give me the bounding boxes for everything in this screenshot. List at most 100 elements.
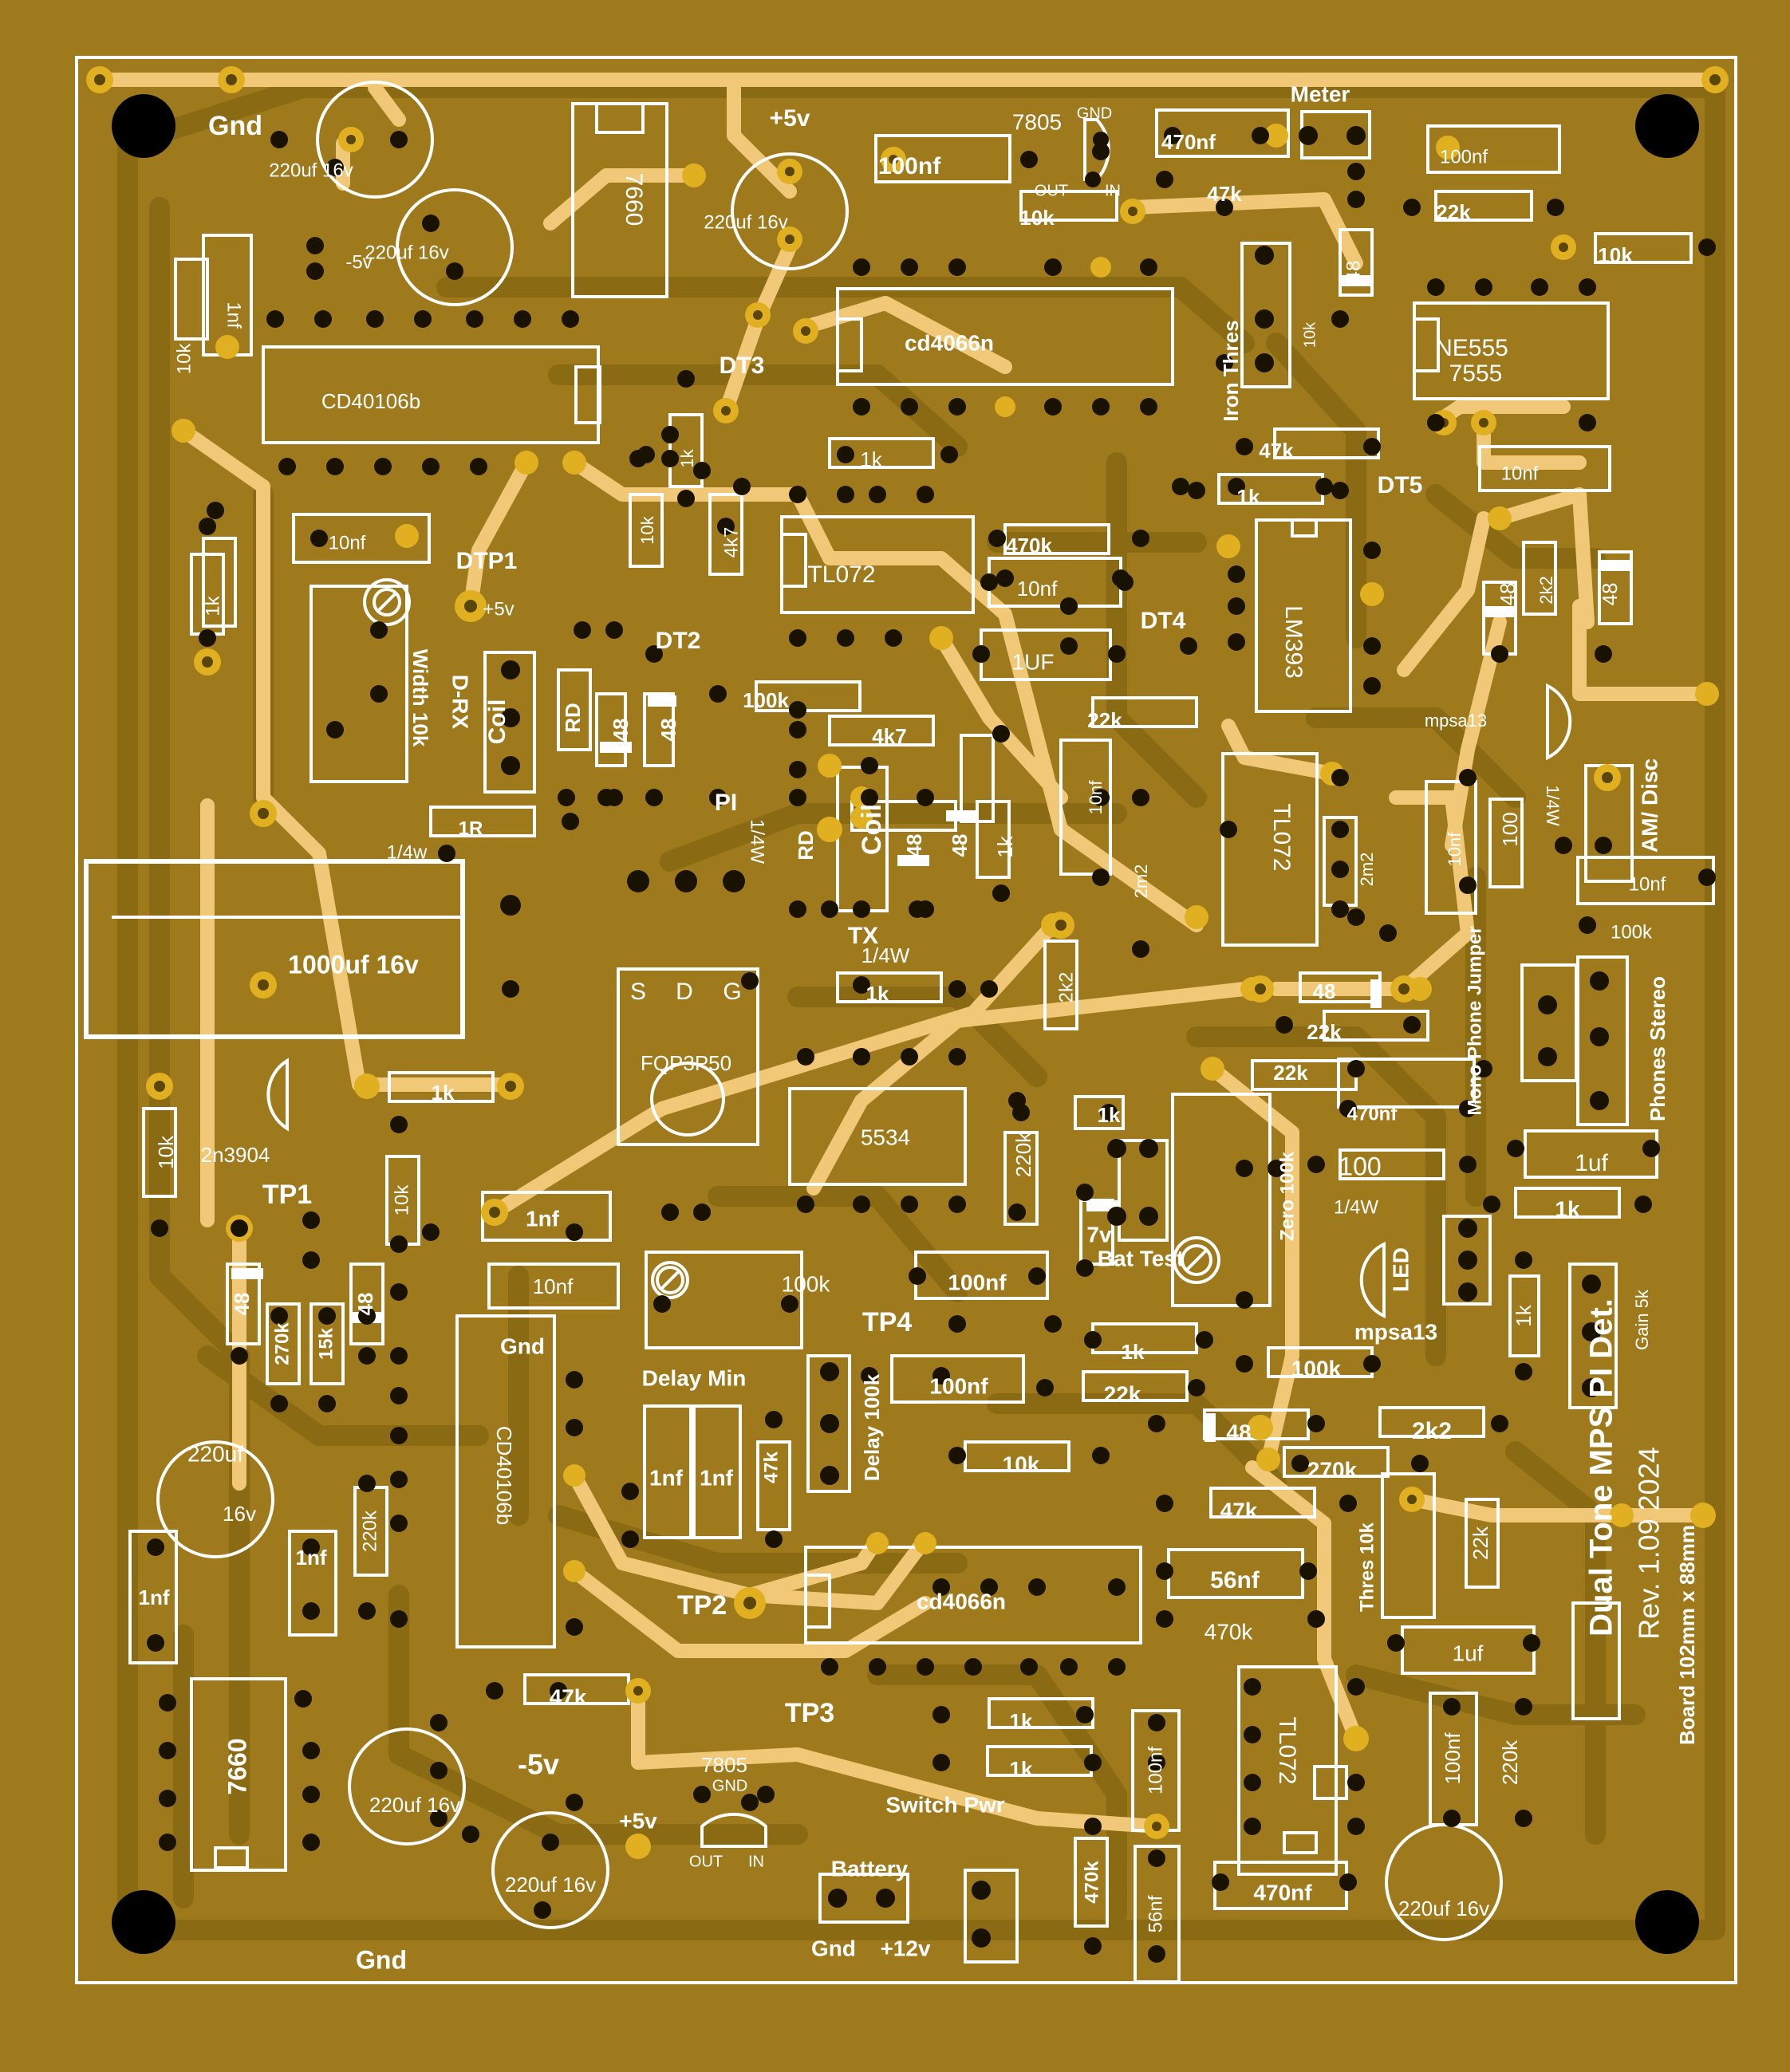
label-r15k-v: 15k [315, 1327, 337, 1360]
label-dtp1: DTP1 [456, 548, 518, 574]
label-fet-s: S [630, 979, 646, 1005]
label-cd4066-bot: cd4066n [917, 1589, 1006, 1613]
label-c100nf-1: 100nf [878, 153, 941, 179]
label-coil-tx: Coil [857, 804, 887, 855]
label-dt2: DT2 [656, 628, 701, 654]
label-reg7805-bot: 7805 [701, 1753, 747, 1777]
label-r22k-m: 22k [1087, 708, 1122, 732]
label-delay100k: Delay 100k [860, 1373, 884, 1481]
label-r220k-v: 220k [1011, 1132, 1035, 1177]
label-r1k-l2: 1k [432, 1081, 455, 1105]
label-in-top: IN [1105, 182, 1121, 199]
label-r1k-l: 1k [202, 595, 223, 616]
label-r47k-2: 47k [1259, 439, 1294, 463]
label-r48-a: 48 [609, 719, 633, 742]
label-ic7660-top: 7660 [621, 173, 647, 227]
label-title: Dual Tone MPS PI Det. [1584, 1298, 1619, 1637]
label-r220k-v2: 220k [1498, 1739, 1522, 1785]
label-c100nf-m2: 100nf [929, 1373, 988, 1398]
label-r270k-v: 270k [271, 1322, 293, 1365]
label-lm393: LM393 [1280, 605, 1307, 679]
label-quarter-w-r: 1/4W [1543, 785, 1563, 826]
label-r10k-h: 10k [1003, 1452, 1040, 1476]
label-n7555: 7555 [1449, 360, 1503, 387]
label-r10k-iron: 10k [1301, 321, 1319, 348]
label-c1nf-b: 1nf [700, 1465, 734, 1490]
label-cd4066-top: cd4066n [905, 330, 994, 355]
label-r470k-1: 470k [1006, 534, 1052, 557]
label-r100k-m: 100k [1291, 1356, 1342, 1381]
label-out-top: OUT [1035, 182, 1068, 199]
label-mpsa13-bot: mpsa13 [1354, 1319, 1437, 1344]
label-r1k-m: 1k [1122, 1340, 1145, 1364]
label-r47k-b: 47k [550, 1684, 587, 1709]
label-p5v-top: +5v [770, 105, 810, 132]
label-r1k-v2: 1k [993, 835, 1017, 857]
label-r10k-tl: 10k [173, 343, 195, 375]
label-r47k-v: 47k [760, 1451, 782, 1483]
label-r4k7-h: 4k7 [872, 724, 906, 748]
label-c1uf-1: 1UF [1012, 649, 1055, 674]
label-p5v-dtp: +5v [483, 598, 514, 620]
label-rev: Rev. 1.09 2024 [1633, 1447, 1666, 1640]
label-rd-2: RD [794, 830, 818, 861]
label-r47k-top: 47k [1207, 182, 1242, 206]
label-cap1000: 1000uf 16v [288, 950, 419, 979]
label-c470nf-r: 470nf [1347, 1103, 1398, 1125]
label-d-rx: D-RX [448, 675, 473, 730]
label-out-bot: OUT [689, 1853, 723, 1870]
board-outline [75, 56, 1737, 1984]
label-battery: Battery [831, 1856, 909, 1881]
label-tl072-top: TL072 [807, 561, 875, 588]
label-r22k-r2: 22k [1273, 1061, 1308, 1085]
label-r10k-l2: 10k [154, 1135, 178, 1169]
label-r10k-v: 10k [637, 515, 657, 544]
label-gnd-mid: Gnd [500, 1333, 545, 1358]
label-r470k-v: 470k [1081, 1861, 1102, 1904]
label-tx: TX [848, 923, 878, 949]
label-r1k-r2: 1k [1555, 1196, 1580, 1221]
label-fet-g: G [723, 979, 741, 1005]
label-r1k-tx: 1k [866, 982, 889, 1006]
label-ne555: NE555 [1435, 335, 1508, 361]
label-c56nf-v: 56nf [1145, 1895, 1166, 1932]
label-r48-b: 48 [656, 719, 680, 742]
label-r1k-b1: 1k [1010, 1709, 1033, 1733]
label-r10k-top: 10k [1019, 206, 1055, 230]
label-reg7805-top: 7805 [1012, 109, 1062, 134]
label-r470k-b: 470k [1205, 1619, 1254, 1644]
silkscreen [84, 81, 1715, 1983]
label-zener7v: 7v [1086, 1222, 1112, 1247]
label-r220k-l: 220k [359, 1510, 380, 1552]
label-phones-stereo: Phones Stereo [1646, 976, 1670, 1121]
label-r270k-h: 270k [1307, 1457, 1358, 1482]
label-cap220-l: 220uf [187, 1441, 243, 1466]
label-c56nf-h: 56nf [1210, 1567, 1260, 1593]
label-c470nf-b: 470nf [1253, 1880, 1312, 1905]
label-c100nf-v2: 100nf [1441, 1732, 1465, 1785]
label-switch-pwr: Switch Pwr [885, 1792, 1004, 1817]
resistor-stripes [231, 275, 1633, 1442]
label-thres10k: Thres 10k [1356, 1522, 1378, 1612]
label-mono-jumper: Mono Phone Jumper [1464, 926, 1485, 1115]
label-tp1: TP1 [262, 1180, 312, 1210]
label-c10nf-2: 10nf [1017, 577, 1058, 601]
label-c10nf-r: 10nf [1501, 463, 1539, 484]
label-c470nf-top: 470nf [1161, 130, 1216, 154]
label-r2k2-m: 2k2 [1412, 1418, 1452, 1444]
label-cap220-3: 220uf 16v [704, 211, 787, 233]
label-bat-test: Bat Test [1098, 1246, 1184, 1270]
label-cd40106-top: CD40106b [321, 389, 420, 413]
label-r1k-h1: 1k [860, 447, 882, 471]
label-fet-d: D [676, 979, 693, 1005]
label-c10nf-l: 10nf [329, 532, 366, 553]
label-gnd-7805-bot: GND [712, 1777, 747, 1794]
label-quarter-w-3: 1/4w [387, 841, 428, 863]
label-tl072-mid: TL072 [1268, 803, 1295, 871]
label-cap220-b2: 220uf 16v [505, 1873, 596, 1897]
label-bat-gnd: Gnd [811, 1936, 856, 1960]
label-r48-top: 48 [1342, 261, 1364, 282]
label-r100k-r: 100k [1611, 921, 1653, 943]
label-delay-min: Delay Min [642, 1365, 747, 1390]
